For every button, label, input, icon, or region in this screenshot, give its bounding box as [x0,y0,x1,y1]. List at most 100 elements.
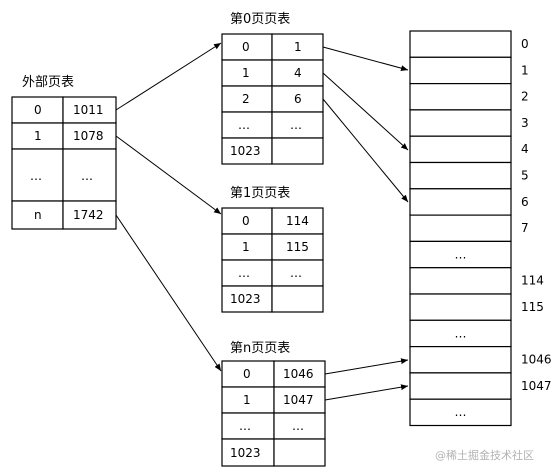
memory-frame-cell [409,319,512,348]
memory-frame-cell [409,56,512,85]
pt1-cell [271,285,324,313]
pt0-cell [271,111,324,139]
pt1-index: 1023 [230,292,261,306]
outer-value: 1011 [73,103,104,117]
pt1-frame: 114 [286,214,309,228]
pt0-index: 2 [242,92,250,106]
memory-frame-number: 1 [521,63,529,77]
pt0-frame: 1 [294,40,302,54]
page-table-0: 第0页页表 0 1 1 4 2 6 … … 1023 [221,12,324,165]
pt0-cell [271,59,324,87]
page-table-n: 第n页页表 0 1046 1 1047 … … 1023 [221,341,326,467]
pt0-frame: 4 [294,66,302,80]
outer-page-table: 外部页表 0 1011 1 1078 … … n 1742 [11,75,117,230]
ptn-frame: … [292,419,304,433]
memory-frame-cell [409,109,512,137]
outer-index: … [30,169,42,183]
arrow-outern-to-ptn [115,214,222,372]
memory-frame-cell [409,398,512,427]
memory-frame-cell [409,293,512,321]
memory-frame-number: 7 [521,221,529,235]
arrow-outer0-to-pt0 [115,42,222,111]
memory-frame-number: 1046 [521,353,552,367]
pt1-cell [271,233,324,261]
physical-memory: 0 1 2 3 4 5 6 7 … 114 115 … 1046 1047 … [409,30,552,427]
pt0-cell [271,137,324,165]
pt0-cell [221,137,273,165]
pt1-frame: … [290,266,302,280]
outer-value: 1078 [73,129,104,143]
memory-frame-cell [409,161,512,190]
arrow-ptn-row1-to-frame1047 [324,384,409,401]
memory-frame-cell [409,346,512,374]
pt0-index: 1023 [230,144,261,158]
outer-cell [11,96,64,124]
pt1-cell [221,259,273,287]
pt1-index: … [238,266,250,280]
mapping-arrows [115,42,409,401]
page-table-1: 第1页页表 0 114 1 115 … … 1023 [221,186,324,313]
outer-cell [62,200,117,230]
ptn-index: 1023 [230,446,261,460]
page-table-0-title: 第0页页表 [230,12,290,27]
ptn-cell [221,386,275,414]
memory-frame-cell [409,82,512,111]
outer-value: … [81,169,93,183]
memory-frame-number: 5 [521,169,529,183]
pt1-cell [221,233,273,261]
ptn-cell [221,438,275,467]
watermark: @稀土掘金技术社区 [435,448,534,462]
pt1-cell [271,207,324,235]
pt0-cell [271,33,324,61]
ptn-index: 1 [243,393,251,407]
pt0-frame: … [290,118,302,132]
pt0-index: 0 [242,40,250,54]
ptn-index: … [239,419,251,433]
arrow-outer1-to-pt1 [115,135,222,215]
outer-cell [62,148,117,202]
ptn-cell [221,412,275,440]
memory-frame-cell [409,267,512,295]
memory-frame-number: 3 [521,116,529,130]
pt1-index: 1 [242,240,250,254]
memory-frame-number: 115 [521,300,544,314]
pt0-index: 1 [242,66,250,80]
ptn-cell [273,412,326,440]
memory-frame-cell [409,30,512,58]
memory-frame-cell [409,135,512,164]
page-table-n-title: 第n页页表 [230,341,290,356]
pt1-frame: 115 [286,240,309,254]
memory-ellipsis: … [455,247,467,261]
pt0-index: … [238,118,250,132]
memory-frame-number: 1047 [521,379,552,393]
arrow-pt0-row0-to-frame1 [322,46,409,72]
memory-frame-number: 2 [521,90,529,104]
memory-frame-number: 114 [521,274,544,288]
ptn-cell [273,438,326,467]
pt1-cell [271,259,324,287]
page-table-1-title: 第1页页表 [230,186,290,201]
ptn-frame: 1047 [283,393,314,407]
pt1-index: 0 [242,214,250,228]
memory-frame-number: 6 [521,195,529,209]
memory-frame-cell [409,214,512,243]
pt0-frame: 6 [294,92,302,106]
memory-frame-cell [409,188,512,216]
outer-table-title: 外部页表 [22,75,74,90]
outer-index: 0 [34,103,42,117]
arrow-pt0-row1-to-frame4 [322,72,409,151]
memory-frame-number: 0 [521,37,529,51]
outer-index: 1 [34,129,42,143]
ptn-frame: 1046 [283,367,314,381]
outer-value: 1742 [73,208,104,222]
arrow-ptn-row0-to-frame1046 [324,358,409,375]
arrow-pt0-row2-to-frame6 [322,98,409,203]
outer-index: n [34,208,42,222]
memory-ellipsis: … [455,405,467,419]
memory-frame-cell [409,372,512,400]
memory-ellipsis: … [455,326,467,340]
memory-frame-number: 4 [521,142,529,156]
ptn-index: 0 [243,367,251,381]
outer-cell [11,200,64,230]
